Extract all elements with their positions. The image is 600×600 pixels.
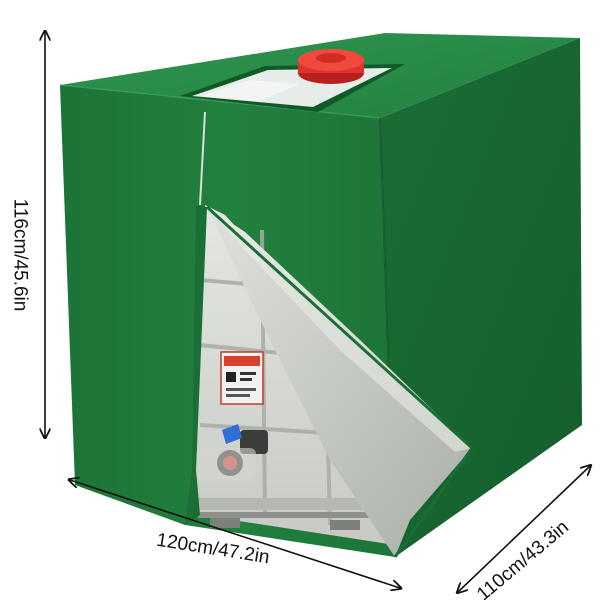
- height-dimension-label: 116cm/45.6in: [9, 198, 31, 312]
- valve-outlet: [196, 424, 268, 480]
- double-arrow-diagonal-icon: [458, 466, 590, 592]
- red-filler-cap: [298, 49, 364, 84]
- zipper: [199, 111, 206, 206]
- cover-flap-lining: [207, 207, 472, 557]
- double-arrow-diagonal-icon: [70, 480, 400, 588]
- warning-label: [220, 351, 264, 405]
- cover-front-left-panel: [185, 205, 207, 525]
